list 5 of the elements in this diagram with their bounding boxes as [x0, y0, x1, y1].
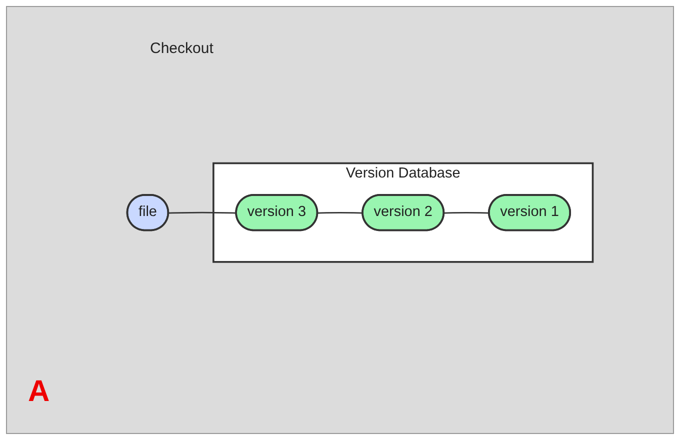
heading-text: Checkout [150, 40, 214, 57]
connector [318, 212, 363, 214]
connector [444, 212, 490, 214]
connector [168, 212, 237, 214]
panel-letter: A [28, 375, 50, 409]
